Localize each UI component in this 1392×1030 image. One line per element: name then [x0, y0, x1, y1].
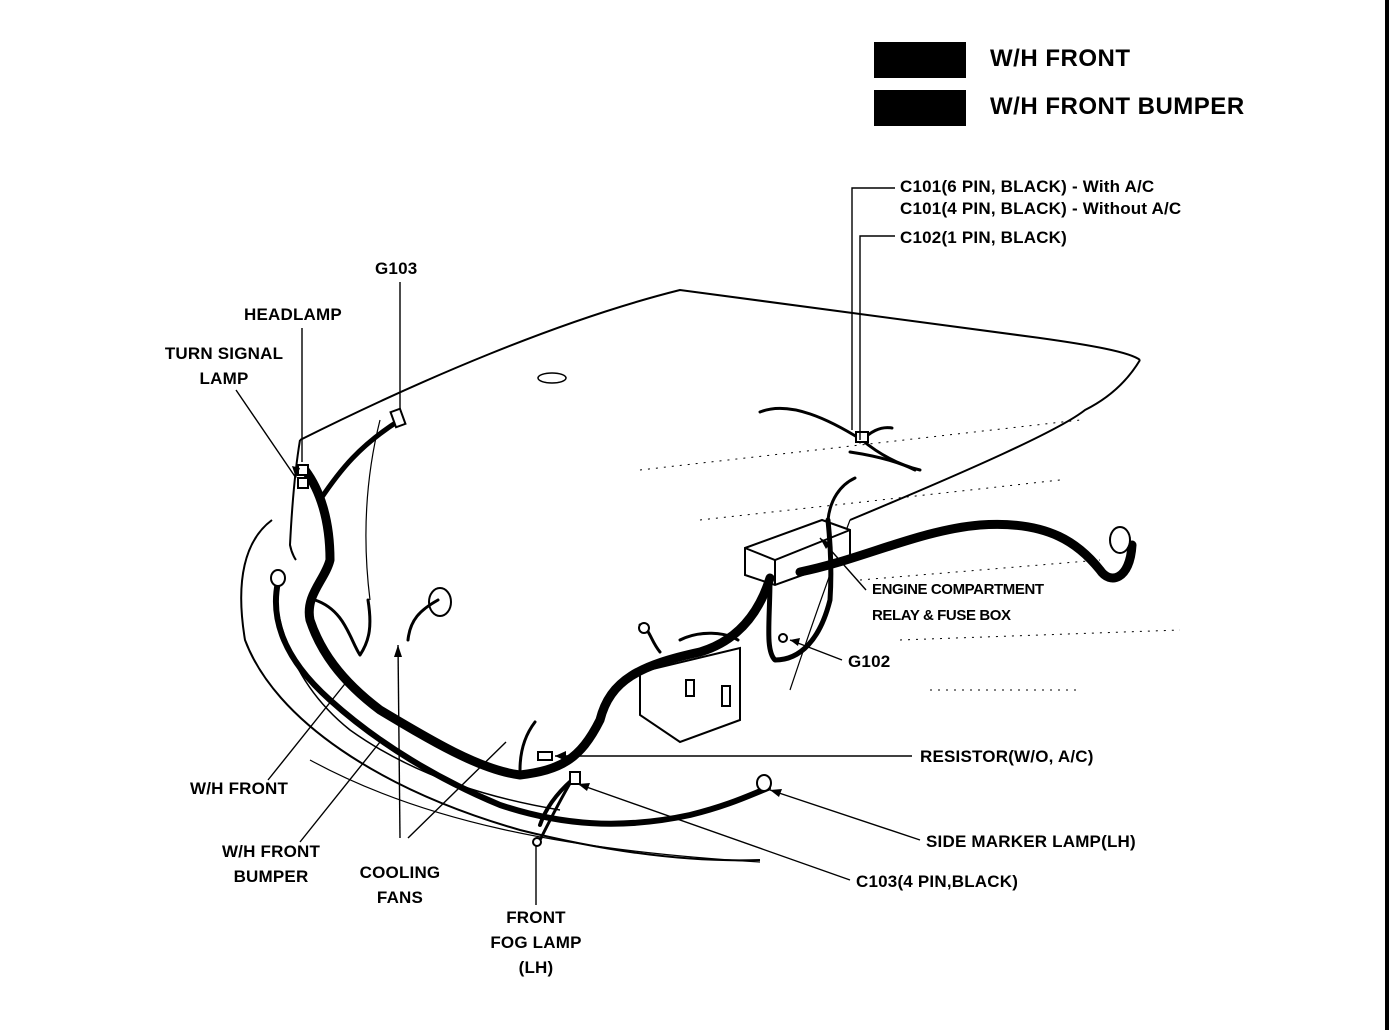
label-engine-relay-fuse-box: ENGINE COMPARTMENT RELAY & FUSE BOX: [872, 581, 1044, 624]
label-headlamp: HEADLAMP: [244, 305, 342, 324]
label-wh-front: W/H FRONT: [190, 779, 289, 798]
connectors: [270, 407, 1131, 847]
label-g102: G102: [848, 652, 891, 671]
label-c102: C102(1 PIN, BLACK): [900, 228, 1068, 247]
legend-swatch-wh-front: [874, 42, 966, 78]
label-side-marker-lamp: SIDE MARKER LAMP(LH): [926, 832, 1136, 851]
leader-arrowheads: [292, 466, 830, 797]
legend-swatch-wh-front-bumper: [874, 90, 966, 126]
engine-bay-texture: [639, 419, 1181, 691]
label-front-fog-lamp: FRONT FOG LAMP (LH): [490, 908, 582, 977]
label-resistor: RESISTOR(W/O, A/C): [920, 747, 1094, 766]
right-border-line: [1385, 0, 1389, 1030]
label-turn-signal-lamp: TURN SIGNAL LAMP: [164, 344, 284, 388]
cooling-fan-motor: [428, 587, 452, 617]
harness-wh-front-bumper: [272, 579, 771, 842]
legend-label-wh-front: W/H FRONT: [990, 45, 1131, 72]
label-c103: C103(4 PIN,BLACK): [856, 872, 1019, 891]
label-cooling-fans: COOLING FANS: [359, 863, 441, 907]
label-c101-with-ac: C101(6 PIN, BLACK) - With A/C: [900, 177, 1155, 196]
legend-label-wh-front-bumper: W/H FRONT BUMPER: [990, 93, 1245, 120]
battery-shape: [639, 646, 741, 744]
harness-wh-front: [300, 406, 1137, 780]
label-wh-front-bumper: W/H FRONT BUMPER: [221, 842, 321, 886]
label-c101-without-ac: C101(4 PIN, BLACK) - Without A/C: [900, 199, 1182, 218]
vehicle-body-outline: [240, 288, 1141, 863]
label-g103: G103: [375, 259, 418, 278]
leader-lines: [235, 187, 921, 905]
